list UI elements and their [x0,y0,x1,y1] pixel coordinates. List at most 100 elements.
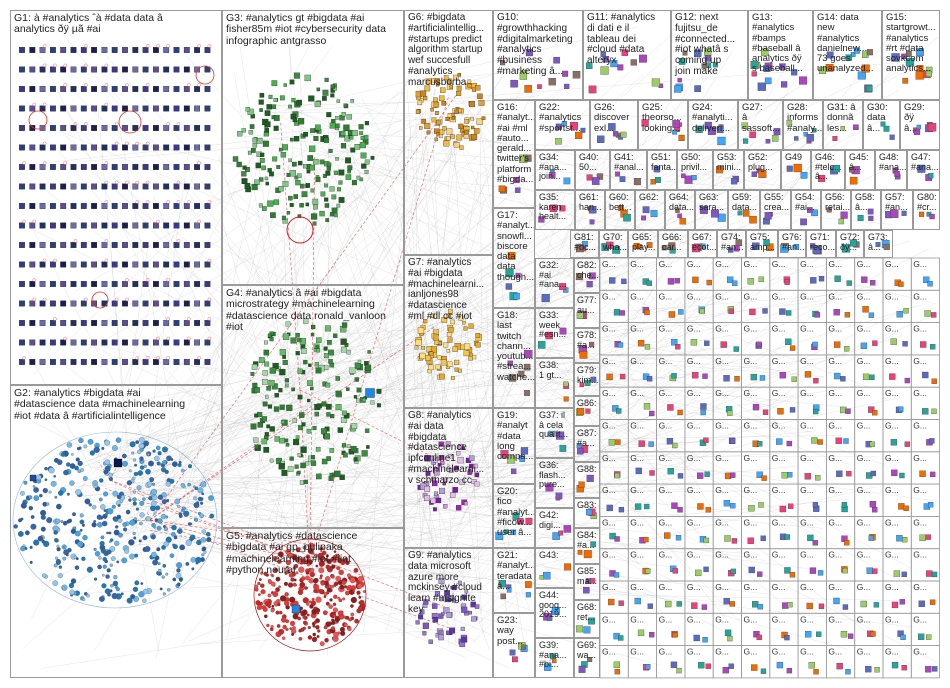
group-panel-g78: G78: #a... [573,328,600,363]
group-panel-g25: G25: theorso... looking... [638,100,688,150]
node-avatar [675,344,680,349]
group-cell-label: G... [630,485,644,495]
group-panel-g50: G50: privil... [677,150,713,190]
node-avatar [835,276,841,282]
group-cell-label: G... [885,550,899,560]
group-panel-g44: G44: goog... 2019... [535,588,575,638]
node-avatar [807,603,813,609]
node-avatar [668,468,674,474]
node-avatar [644,504,649,509]
node-avatar [905,442,910,447]
group-panel-g77: G77: au... [573,293,600,328]
node-avatar [925,311,931,317]
node-avatar [678,507,683,512]
node-avatar [748,278,754,284]
group-label: G38: 1 gt... [539,361,572,380]
group-label: G39: #ana... #bi... [539,641,572,670]
group-cell-label: G... [772,614,786,624]
node-avatar [706,507,711,512]
group-cell-label: G... [659,614,673,624]
group-cell-label: G... [744,550,758,560]
node-avatar [649,632,654,637]
group-label: G47: #ana... [911,153,937,172]
group-label: G65: play... [632,233,655,252]
node-avatar [723,667,729,673]
group-panel-g19: G19: #analyt #data long compa... [493,408,535,484]
group-cell-label: G... [857,388,871,398]
group-label: G10: #growthhacking #digitalmarketing #a… [497,13,580,78]
group-cell-label: G... [885,259,899,269]
group-label: G3: #analytics gt #bigdata #ai fisher85m… [226,13,401,47]
group-cell-label: G... [744,324,758,334]
node-avatar [724,500,730,506]
group-panel-g73: G73: â... [864,230,893,258]
node-avatar [805,473,811,479]
group-cell-label: G... [857,356,871,366]
node-avatar [753,404,759,410]
node-avatar [785,280,790,285]
group-label: G48: #ana... [879,153,904,172]
group-label: G79: kim... [577,366,597,385]
group-cell-label: G... [630,614,644,624]
node-avatar [703,637,708,642]
node-avatar [805,371,811,377]
group-panel-g12: G12: next fujitsu_de #connected... #iot … [671,10,748,100]
group-label: G40: 50... [579,153,607,172]
node-avatar [672,443,677,448]
group-label: G35: karen healt... [539,193,572,222]
node-avatar [620,310,625,315]
node-avatar [700,403,706,409]
node-avatar [919,601,925,607]
node-avatar [702,605,707,610]
group-label: G76: #an... [782,233,803,252]
node-avatar [730,503,735,508]
node-avatar [732,538,737,543]
group-panel-g28: G28: informs #analy... [783,100,823,150]
node-avatar [704,341,709,346]
node-avatar [619,601,624,606]
node-avatar [785,339,791,345]
node-avatar [649,411,654,416]
node-avatar [870,501,876,507]
node-avatar [872,410,877,415]
node-avatar [805,631,811,637]
group-label: G29: ðÿ â... [904,103,937,134]
group-panel-g3: G3: #analytics gt #bigdata #ai fisher85m… [222,10,404,285]
node-avatar [928,281,933,286]
group-label: G62: [639,193,662,203]
group-cell-label: G... [913,324,927,334]
node-avatar [870,631,875,636]
group-panel-g30: G30: data â... [863,100,900,150]
group-cell-label: G... [772,453,786,463]
group-cell-label: G... [800,647,814,657]
group-label: G71: reco... [810,233,833,252]
node-avatar [787,668,792,673]
node-avatar [707,280,712,285]
group-cell-label: G... [630,550,644,560]
group-label: G33: week #esn... [539,311,572,340]
node-avatar [901,635,906,640]
group-label: G81: #bc... [574,233,596,252]
group-label: G22: #analytics #sportst... [539,103,587,134]
group-panel-g69: G69: wa... [573,638,600,678]
group-cell-label: G... [659,550,673,560]
node-avatar [757,635,762,640]
node-avatar [614,662,620,668]
group-cell-label: G... [602,324,616,334]
group-label: G68: ret... [577,603,597,622]
group-cell-label: G... [744,517,758,527]
group-label: G51: fanta... [651,153,674,172]
group-label: G61: han... [579,193,602,212]
node-avatar [763,308,768,313]
node-avatar [900,599,905,604]
group-cell-label: G... [602,485,616,495]
group-cell-label: G... [715,356,729,366]
group-label: G85: ma... [577,567,597,586]
group-cell-label: G... [687,388,701,398]
node-avatar [920,471,926,477]
group-cell-label: G... [630,582,644,592]
group-panel-g47: G47: #ana... [907,150,940,190]
node-avatar [762,476,767,481]
node-avatar [844,346,849,351]
small-groups-grid: G... G... G... G... G... G... G... G... G... G...… [600,258,940,678]
